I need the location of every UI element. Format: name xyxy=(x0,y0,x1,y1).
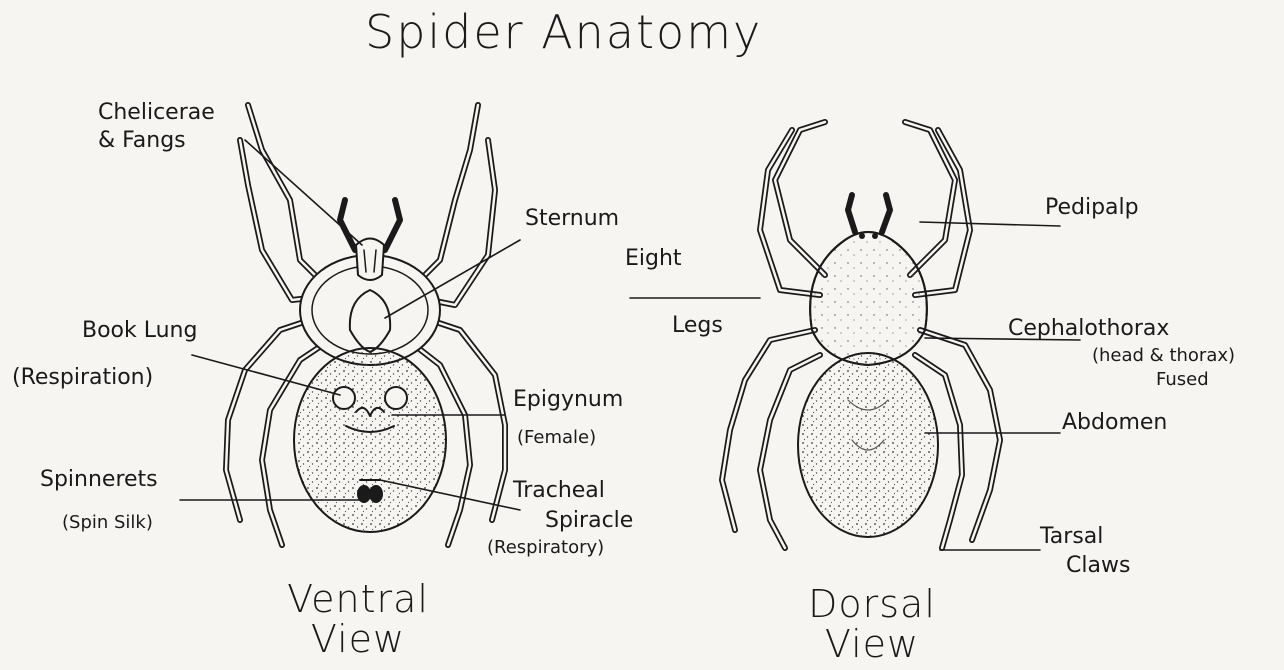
ventral-abdomen xyxy=(294,348,446,532)
label-abdomen: Abdomen xyxy=(1062,410,1167,435)
pedipalp xyxy=(882,195,890,232)
label-eight: Eight xyxy=(625,246,682,271)
pedipalp-leader xyxy=(920,222,1060,226)
dorsal-view-caption: Dorsal View xyxy=(762,585,982,665)
dorsal-caption-line2: View xyxy=(762,625,982,665)
ventral-caption-line1: Ventral xyxy=(258,580,458,620)
chelicerae xyxy=(356,239,384,281)
label-tracheal: Tracheal xyxy=(513,478,605,503)
label-book-lung: Book Lung xyxy=(82,318,197,343)
pedipalp xyxy=(340,200,355,250)
book-lung xyxy=(333,387,355,409)
label-epigynum-note: (Female) xyxy=(517,428,596,449)
chelicerae-leader xyxy=(245,140,362,245)
label-cephalothorax-fused: Fused xyxy=(1156,370,1209,391)
dorsal-cephalothorax xyxy=(810,232,927,365)
label-legs: Legs xyxy=(672,313,723,338)
dorsal-spider xyxy=(722,122,1000,548)
label-spiracle: Spiracle xyxy=(545,508,633,533)
label-spinnerets-note: (Spin Silk) xyxy=(62,513,153,534)
label-tracheal-note: (Respiratory) xyxy=(487,538,604,559)
book-lung xyxy=(385,387,407,409)
label-claws: Claws xyxy=(1066,553,1130,578)
label-spinnerets: Spinnerets xyxy=(40,467,158,492)
leg xyxy=(410,105,478,290)
ventral-caption-line2: View xyxy=(258,620,458,660)
dorsal-caption-line1: Dorsal xyxy=(762,585,982,625)
label-pedipalp: Pedipalp xyxy=(1045,195,1139,220)
pedipalp xyxy=(385,200,400,250)
label-chelicerae-fangs: & Fangs xyxy=(98,128,186,153)
ventral-spider xyxy=(226,105,505,545)
label-cephalothorax: Cephalothorax xyxy=(1008,316,1169,341)
ventral-view-caption: Ventral View xyxy=(258,580,458,660)
label-epigynum: Epigynum xyxy=(513,387,623,412)
diagram-title: Spider Anatomy xyxy=(365,6,762,59)
label-sternum: Sternum xyxy=(525,206,619,231)
label-cephalothorax-note: (head & thorax) xyxy=(1092,346,1235,367)
label-chelicerae: Chelicerae xyxy=(98,100,215,125)
label-book-lung-note: (Respiration) xyxy=(12,365,153,390)
pedipalp xyxy=(848,195,855,232)
label-tarsal: Tarsal xyxy=(1040,524,1103,549)
dorsal-abdomen xyxy=(798,353,938,537)
